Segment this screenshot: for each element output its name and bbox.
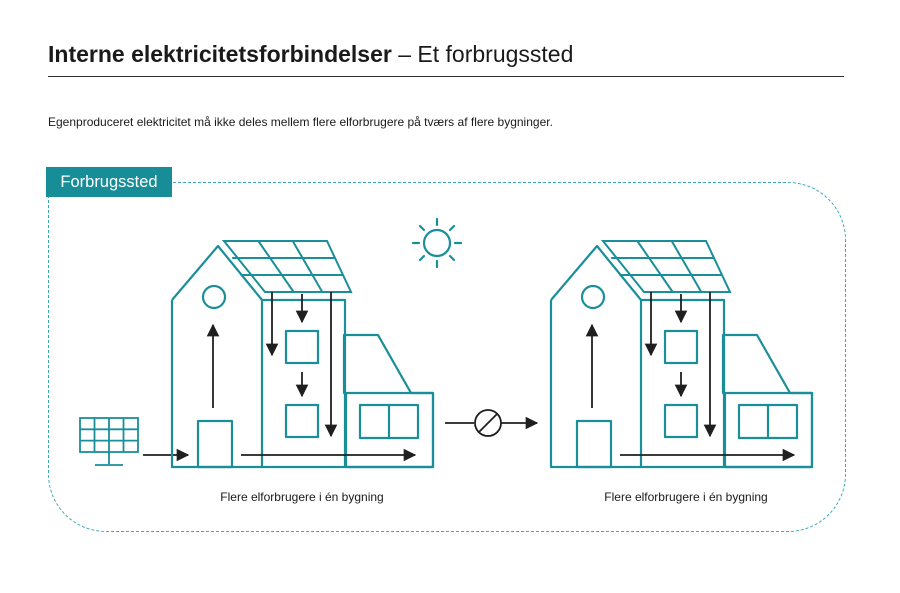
consumption-site-boundary xyxy=(48,182,846,532)
sun-icon xyxy=(411,217,463,269)
solar-roof-left xyxy=(221,240,353,293)
title-separator: – xyxy=(391,41,418,67)
flows-left xyxy=(206,292,417,462)
building-right xyxy=(549,244,814,469)
building-left xyxy=(170,244,435,469)
title-divider xyxy=(48,76,844,77)
consumption-site-label: Forbrugssted xyxy=(46,167,172,197)
intro-text: Egenproduceret elektricitet må ikke dele… xyxy=(48,115,553,129)
title-rest: Et forbrugssted xyxy=(417,41,574,67)
solar-roof-right xyxy=(600,240,732,293)
building-right-caption: Flere elforbrugere i én bygning xyxy=(604,490,768,504)
prohibited-icon xyxy=(474,409,502,437)
page-title: Interne elektricitetsforbindelser – Et f… xyxy=(48,40,573,68)
building-left-caption: Flere elforbrugere i én bygning xyxy=(220,490,384,504)
title-bold: Interne elektricitetsforbindelser xyxy=(48,41,392,67)
flows-right xyxy=(585,292,796,462)
solar-panel-icon xyxy=(79,417,139,466)
